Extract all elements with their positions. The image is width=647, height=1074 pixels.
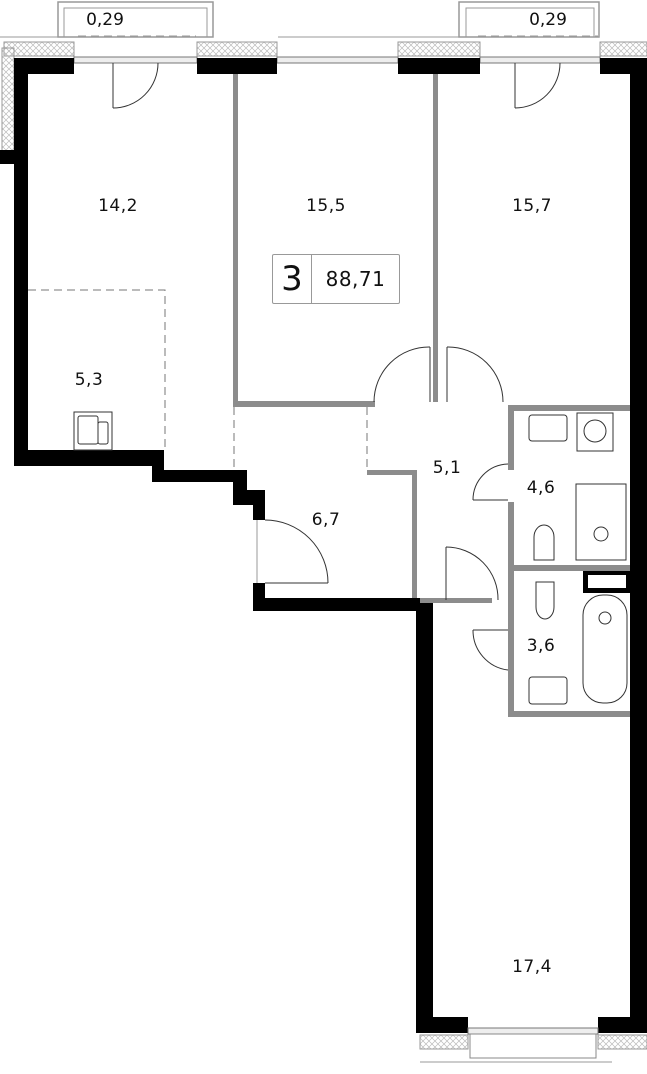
balcony-left-area: 0,29 bbox=[86, 10, 124, 30]
toilet-icon bbox=[533, 524, 555, 561]
rooms-count: 3 bbox=[273, 255, 312, 303]
interior-walls bbox=[233, 74, 630, 717]
room-area-bathroom-large: 4,6 bbox=[526, 478, 556, 498]
room-area-bedroom-middle: 15,5 bbox=[306, 196, 346, 216]
balcony-right bbox=[458, 1, 600, 38]
room-area-bedroom-right: 15,7 bbox=[512, 196, 552, 216]
balcony-left bbox=[57, 1, 214, 38]
facade-top bbox=[0, 36, 647, 159]
bathroom-fixtures-small bbox=[528, 581, 628, 705]
toilet-icon bbox=[535, 581, 555, 620]
exterior-walls bbox=[0, 58, 647, 1033]
shower-icon bbox=[575, 483, 627, 561]
doors bbox=[112, 62, 561, 671]
facade-bottom bbox=[419, 1027, 647, 1063]
room-area-bathroom-small: 3,6 bbox=[526, 636, 556, 656]
room-area-kitchen: 5,3 bbox=[74, 370, 104, 390]
room-area-living-room: 17,4 bbox=[512, 957, 552, 977]
total-area: 88,71 bbox=[325, 267, 386, 291]
washing-machine-icon bbox=[576, 412, 614, 452]
balcony-right-area: 0,29 bbox=[529, 10, 567, 30]
room-area-hall: 5,1 bbox=[432, 458, 462, 478]
bathroom-fixtures-large bbox=[528, 412, 627, 561]
apartment-summary-badge: 3 88,71 bbox=[272, 254, 400, 304]
washbasin-icon bbox=[528, 414, 568, 442]
washbasin-icon bbox=[528, 676, 568, 705]
bathtub-icon bbox=[582, 594, 628, 704]
kitchen-sink-icon bbox=[73, 411, 113, 451]
zone-lines bbox=[28, 289, 368, 470]
room-area-bedroom-left: 14,2 bbox=[98, 196, 138, 216]
room-area-entrance: 6,7 bbox=[311, 510, 341, 530]
